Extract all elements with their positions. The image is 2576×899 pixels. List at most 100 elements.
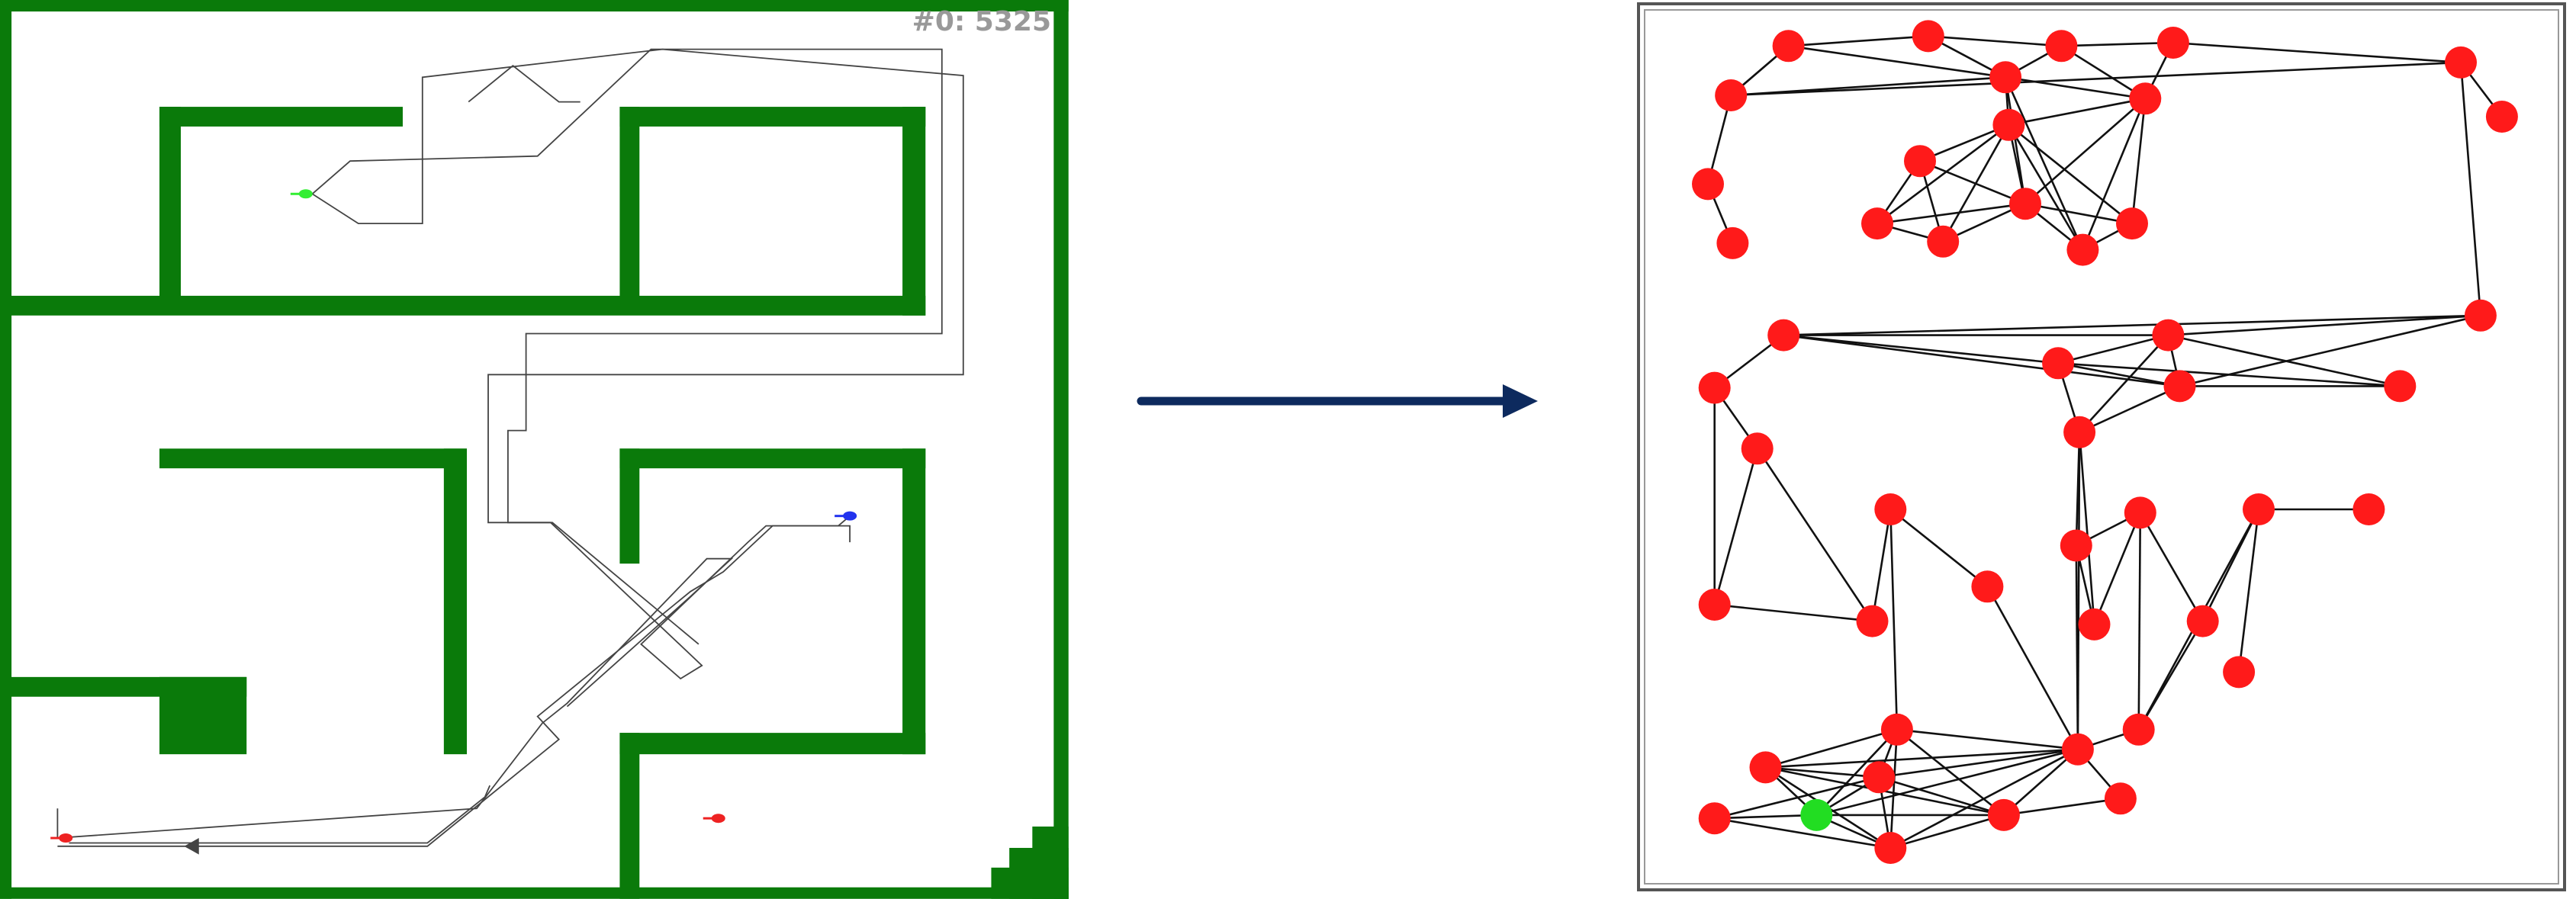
graph-node-12 [1716,226,1749,259]
wall-middle-left-right [443,448,468,755]
graph-edge-100 [1815,748,2079,817]
graph-node-24 [2384,370,2417,403]
graph-edge-91 [1878,776,2005,817]
maze-panel: #0: 5325 [0,0,1069,899]
graph-node-14 [1927,225,1960,258]
graph-edge-55 [2079,385,2181,433]
red-agent-body [711,814,725,824]
graph-node-2 [2045,30,2078,63]
robot-trail-6 [69,785,491,844]
graph-edge-97 [1714,817,1891,849]
graph-edge-41 [2168,314,2481,336]
graph-edge-9 [2172,41,2462,64]
graph-edge-17 [2004,77,2027,204]
graph-edge-20 [2131,98,2147,224]
graph-node-41 [1749,751,1782,784]
graph-node-15 [2009,188,2041,220]
graph-node-22 [2042,347,2075,380]
graph-node-45 [1987,798,2020,831]
graph-edge-34 [2024,202,2133,225]
wall-outer-right [1053,0,1069,899]
graph-node-32 [1698,589,1731,621]
wall-lower-right-post [619,733,640,899]
graph-edge-37 [2008,124,2084,251]
graph-node-23 [2163,370,2196,403]
wall-middle-left-top [159,448,468,469]
graph-node-28 [2124,496,2156,529]
wall-top-corridor-floor [0,295,926,316]
graph-edge-46 [1783,334,2180,387]
graph-edge-69 [2139,512,2204,622]
graph-node-37 [2223,656,2256,689]
wall-middle-right-stub [619,448,640,564]
wall-stair-3 [1032,826,1069,899]
maze-walls [0,0,1069,899]
robot-trail-5 [56,557,734,839]
graph-edge-102 [2003,748,2079,816]
green-agent-body [298,189,313,199]
robot-trail-1 [311,48,943,680]
graph-panel [1637,2,2566,891]
graph-node-6 [1715,79,1748,111]
graph-node-34 [1856,605,1889,637]
graph-edge-60 [1871,509,1892,621]
graph-node-46 [1874,832,1907,864]
graph-node-21 [1698,371,1731,404]
graph-edge-68 [2093,512,2142,625]
graph-node-5 [2485,101,2518,133]
graph-edge-40 [1783,314,2481,336]
graph-node-30 [2352,493,2385,525]
graph-node-19 [2152,319,2185,352]
step-counter: #0: 5325 [912,6,1051,37]
graph-node-18 [1767,319,1800,352]
graph-edge-4 [1928,35,2062,47]
graph-edge-96 [1714,776,1880,820]
graph-node-42 [1863,761,1896,794]
graph-edge-26 [2008,124,2133,225]
graph-node-4 [2445,46,2477,79]
graph-edge-77 [2137,620,2204,730]
graph-edge-58 [1713,448,1758,605]
graph-edge-65 [2078,432,2095,624]
graph-node-44 [1698,802,1731,835]
graph-node-26 [1741,432,1774,465]
wall-outer-bottom [0,887,1069,899]
graph-edge-61 [1889,508,1989,588]
graph-node-36 [2186,605,2219,637]
graph-node-20 [2464,299,2497,332]
maze-agents [50,189,857,843]
graph-node-9 [1992,108,2025,141]
graph-edge-5 [2061,41,2173,47]
wall-lower-right-ledge [619,733,926,755]
graph-edge-84 [1889,729,1899,849]
graph-edge-83 [1896,728,2005,816]
right-arrow-icon [1137,384,1538,418]
graph-node-35 [2078,608,2111,641]
graph-edge-0 [1788,35,1928,47]
wall-right-box-left [619,107,640,313]
graph-node-13 [1861,207,1893,240]
graph-edge-93 [1879,748,2079,779]
graph-node-25 [2063,416,2096,448]
graph-edge-11 [1731,61,2462,97]
wall-right-box-right [902,107,926,316]
wall-outer-top [0,0,1069,12]
graph-node-31 [2060,529,2092,562]
graph-edge-23 [1877,124,2010,225]
arrow-head [1503,384,1538,418]
wall-middle-right-side [902,448,926,755]
graph-node-33 [1971,570,2004,603]
graph-node-38 [1880,713,1913,746]
robot-trail-3 [468,65,580,103]
graph-node-8 [2129,82,2162,115]
graph-edge-39 [2459,62,2482,316]
graph-edge-2 [1788,45,2006,79]
graph-edge-101 [1889,814,2005,849]
graph-edge-7 [2060,45,2146,100]
graph-node-43 [2104,782,2137,815]
graph-edge-50 [2079,334,2169,433]
graph-edge-89 [1765,748,2078,769]
graph-edge-70 [2137,512,2142,730]
wall-top-room-left-edge [159,107,182,313]
